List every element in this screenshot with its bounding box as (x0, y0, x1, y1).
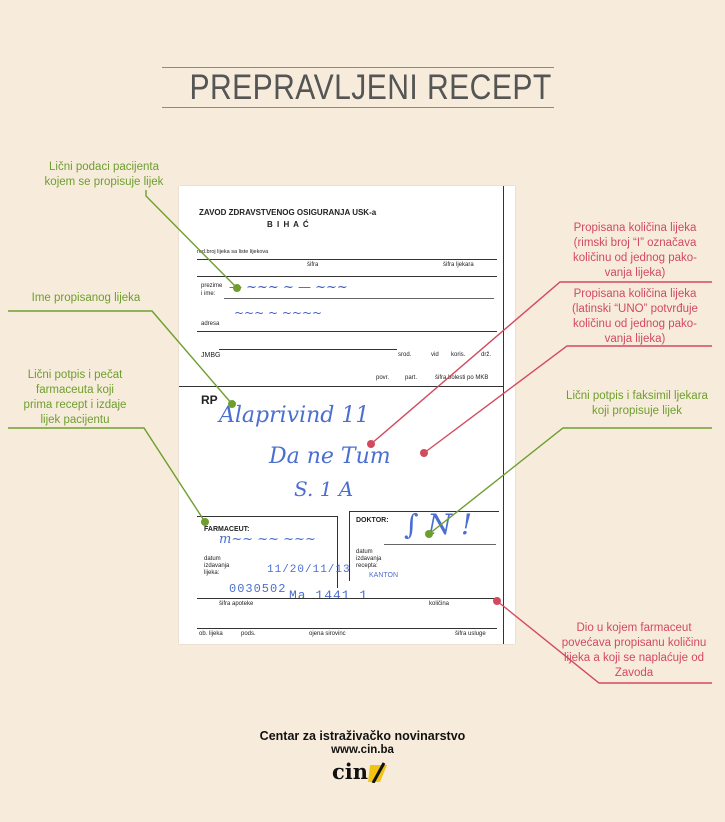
marker-doctor-signature (425, 530, 433, 538)
rp-label: RP (201, 393, 218, 407)
povr-label: povr. (376, 375, 390, 381)
farmaceut-label: FARMACEUT: (204, 526, 250, 533)
drz-label: drž. (481, 352, 492, 358)
ob-lijeka-label: ob. lijeka (199, 631, 223, 637)
drug-line-1: Alaprivind 11 (219, 403, 370, 428)
pods-label: pods. (241, 631, 256, 637)
pharmacist-box-top (197, 516, 337, 517)
annotation-drug-name: Ime propisanog lijeka (31, 292, 141, 304)
annotation-quantity-roman: Propisana količina lijeka (rimski broj “… (572, 222, 698, 279)
row-line (197, 259, 497, 260)
datum-izdavanja-lijeka-label: datum izdavanja lijeka: (204, 556, 230, 576)
koris-label: koris. (451, 352, 466, 358)
page-title: PREPRAVLJENI RECEPT (189, 68, 552, 107)
footer-org: Centar za istraživačko novinarstvo (259, 729, 466, 743)
annotation-pharmacist-signature: Lični potpis i pečat farmaceuta koji pri… (23, 369, 127, 426)
sifra-ljekara-label: šifra ljekara (443, 262, 474, 268)
leader-pharmacist-signature (8, 427, 206, 523)
vid-label: vid (431, 352, 439, 358)
name-box-top (197, 276, 497, 277)
annotation-patient-data: Lični podaci pacijenta kojem se propisuj… (44, 161, 164, 188)
footer-url[interactable]: www.cin.ba (331, 744, 394, 756)
bottom-digits: Ma 1441 1 (289, 588, 369, 603)
code-line (197, 598, 497, 599)
pharmacist-box-right (337, 516, 338, 588)
title-top-rule (162, 67, 554, 68)
date-line (384, 544, 496, 545)
date-written: 11/20/11/13 (267, 564, 351, 576)
ojena-sirovinc-label: ojena sirovinc (309, 631, 346, 637)
marker-pharmacist-signature (201, 518, 209, 526)
row-label: red.broj lijeka sa liste lijekova (197, 249, 269, 255)
stamp-text: KANTON (369, 572, 399, 579)
drug-line-2: Da ne Tum (269, 444, 391, 469)
sifra-label: šifra (307, 262, 319, 268)
name-line (224, 298, 494, 299)
rp-top-line (179, 386, 503, 387)
prezime-ime-label: prezime i ime: (201, 283, 223, 297)
right-border (503, 186, 504, 644)
bottom-line (197, 628, 497, 629)
srod-label: srod. (398, 352, 412, 358)
part-label: part. (405, 375, 418, 381)
marker-quantity-latin (420, 449, 428, 457)
name-handwriting: — ~~~ ~ — ~~~ (229, 280, 348, 295)
annotation-doctor-signature: Lični potpis i faksimil ljekara koji pro… (566, 390, 708, 417)
sifra-bolesti-label: šifra bolesti po MKB (435, 375, 489, 381)
marker-quantity-roman (367, 440, 375, 448)
datum-izdavanja-recepta-label: datum izdavanja recepta: (356, 549, 382, 569)
marker-drug-name (228, 400, 236, 408)
pharmacist-signature: m~~ ~~ ~~~ (219, 532, 316, 547)
kolicina-label: količina (429, 601, 450, 607)
leader-pharmacist-increase (496, 600, 712, 684)
marker-patient-data (233, 284, 241, 292)
leader-quantity-roman (370, 281, 712, 445)
title-bottom-rule (162, 107, 554, 108)
doctor-box-top (349, 511, 499, 512)
doctor-signature: ∫ Ν ! (404, 508, 473, 541)
adresa-label: adresa (201, 321, 220, 327)
institution-name: ZAVOD ZDRAVSTVENOG OSIGURANJA USK-a (199, 208, 377, 217)
leader-drug-name (8, 310, 233, 405)
marker-pharmacist-increase (493, 597, 501, 605)
drug-line-3: S. 1 A (294, 477, 354, 501)
jmbg-label: JMBG (201, 352, 221, 359)
cin-logo: cin (332, 761, 387, 783)
leader-doctor-signature (428, 427, 712, 535)
doktor-label: DOKTOR: (356, 517, 389, 524)
doctor-box-left (349, 511, 350, 581)
pharmacy-code: 0030502 (229, 582, 287, 596)
address-line (197, 331, 497, 332)
prescription-document: ZAVOD ZDRAVSTVENOG OSIGURANJA USK-a B I … (179, 186, 515, 644)
annotation-pharmacist-increase: Dio u kojem farmaceut povećava propisanu… (561, 622, 707, 679)
leader-quantity-latin (423, 345, 712, 454)
jmbg-line (219, 349, 397, 350)
annotation-quantity-latin: Propisana količina lijeka (latinski “UNO… (572, 288, 698, 345)
leader-patient-data (145, 190, 238, 289)
logo-text: cin (332, 761, 368, 783)
address-handwriting: ~~~ ~ ~~~~ (234, 306, 323, 320)
institution-city: B I H A Ć (267, 220, 310, 229)
sifra-usluge-label: šifra usluge (455, 631, 486, 637)
sifra-apoteke-label: šifra apoteke (219, 601, 254, 607)
